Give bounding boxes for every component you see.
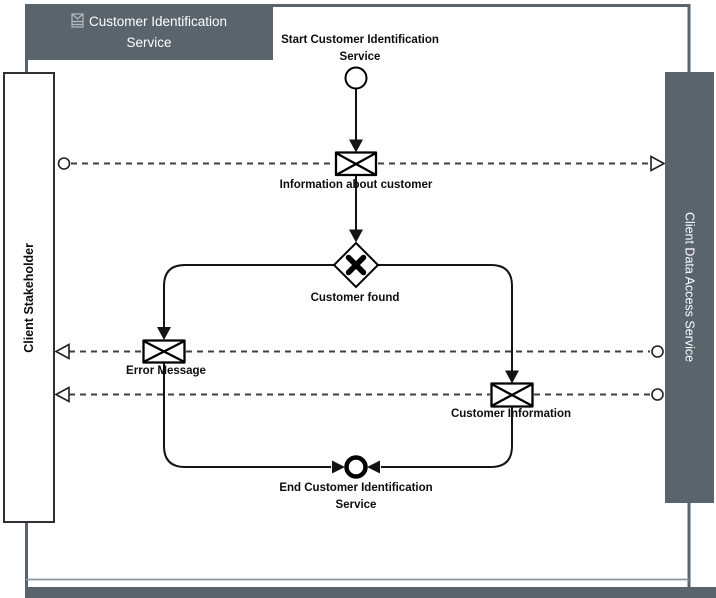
pool-client-stakeholder[interactable]: Client Stakeholder	[3, 72, 55, 523]
pool-client-data-access-service-label: Client Data Access Service	[682, 212, 697, 363]
end-event-circle[interactable]	[344, 455, 368, 479]
flow-target-arrow	[54, 386, 70, 403]
message-information-about-customer[interactable]	[334, 151, 378, 177]
sequence-flow-arrowheads	[157, 139, 519, 474]
start-event-circle[interactable]	[344, 66, 368, 90]
pool-client-data-access-service[interactable]: Client Data Access Service	[665, 72, 714, 503]
message-customer-label: Customer Information	[450, 408, 572, 420]
gateway-label: Customer found	[310, 292, 400, 304]
end-event-label: End Customer Identification Service	[279, 482, 433, 511]
flow-customer-to-end[interactable]	[381, 407, 513, 468]
message-info-label: Information about customer	[279, 179, 433, 191]
message-envelopes	[142, 151, 534, 408]
flow-error-to-end[interactable]	[163, 362, 331, 468]
sequence-flows	[163, 88, 513, 468]
flow-target-arrow	[650, 155, 666, 172]
message-error-label: Error Message	[126, 365, 206, 377]
exclusive-gateway[interactable]	[332, 241, 380, 289]
bottom-collapsed-pool-bar[interactable]	[25, 587, 716, 598]
flow-target-arrow	[54, 343, 70, 360]
start-event-label: Start Customer Identification Service	[281, 34, 439, 63]
message-customer-information[interactable]	[490, 382, 534, 408]
flow-source-dot	[651, 345, 664, 358]
flow-gateway-to-error[interactable]	[163, 264, 334, 328]
message-flows	[69, 162, 650, 396]
message-flow-endpoints	[54, 155, 666, 403]
pool-client-stakeholder-label: Client Stakeholder	[22, 242, 36, 353]
pool-header-title: Customer Identification Service	[88, 14, 228, 50]
flow-source-dot	[57, 157, 71, 170]
message-error-message[interactable]	[142, 339, 186, 364]
gateway-x-marker	[345, 254, 367, 276]
flow-source-dot	[651, 388, 664, 401]
message-envelope-icon	[71, 13, 84, 33]
flow-gateway-to-customer[interactable]	[378, 264, 513, 371]
pool-header-customer-identification-service[interactable]: Customer Identification Service	[25, 4, 273, 60]
